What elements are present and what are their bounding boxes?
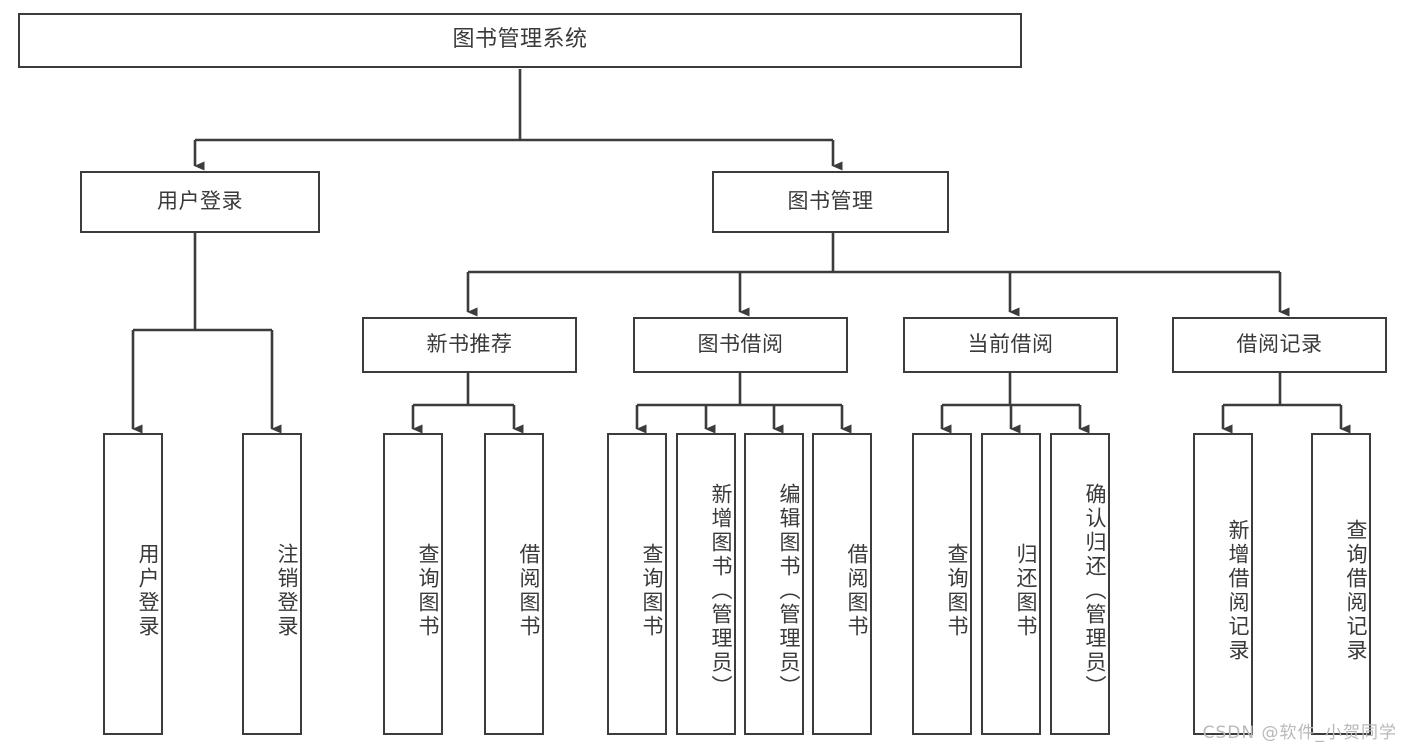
node-book-management[interactable]: 图书管理 [712, 171, 949, 233]
node-label: 图书借阅 [697, 332, 784, 357]
leaf-query-book-new-recommend[interactable]: 查询图书 [383, 433, 443, 735]
leaf-query-book-borrowing[interactable]: 查询图书 [607, 433, 667, 735]
csdn-watermark: CSDN @软件_小贺同学 [1202, 723, 1397, 743]
leaf-borrow-book-new-recommend[interactable]: 借阅图书 [484, 433, 544, 735]
leaf-confirm-return-admin[interactable]: 确认归还（管理员） [1050, 433, 1110, 735]
node-label: 查询图书 [416, 543, 440, 639]
node-label: 归还图书 [1014, 543, 1038, 639]
node-label: 查询借阅记录 [1344, 519, 1368, 663]
leaf-logout[interactable]: 注销登录 [242, 433, 302, 735]
leaf-add-borrow-record[interactable]: 新增借阅记录 [1193, 433, 1253, 735]
node-label: 注销登录 [275, 543, 299, 639]
node-label: 新书推荐 [426, 332, 513, 357]
leaf-query-book-current[interactable]: 查询图书 [912, 433, 972, 735]
node-borrowing-record[interactable]: 借阅记录 [1172, 317, 1387, 373]
leaf-borrow-book-borrowing[interactable]: 借阅图书 [812, 433, 872, 735]
node-label: 借阅图书 [845, 543, 869, 639]
node-label: 确认归还（管理员） [1083, 483, 1107, 699]
node-label: 新增图书（管理员） [709, 483, 733, 699]
node-label: 图书管理 [787, 189, 874, 214]
node-label: 用户登录 [136, 543, 160, 639]
leaf-query-borrow-record[interactable]: 查询借阅记录 [1311, 433, 1371, 735]
node-label: 用户登录 [157, 189, 243, 214]
node-book-borrowing[interactable]: 图书借阅 [633, 317, 848, 373]
node-label: 查询图书 [640, 543, 664, 639]
node-label: 新增借阅记录 [1226, 519, 1250, 663]
node-label: 当前借阅 [967, 332, 1054, 357]
node-user-login[interactable]: 用户登录 [80, 171, 320, 233]
node-root-book-management-system[interactable]: 图书管理系统 [18, 13, 1022, 68]
node-new-book-recommendation[interactable]: 新书推荐 [362, 317, 577, 373]
leaf-return-book[interactable]: 归还图书 [981, 433, 1041, 735]
node-label: 图书管理系统 [452, 27, 588, 53]
leaf-edit-book-admin[interactable]: 编辑图书（管理员） [744, 433, 804, 735]
node-label: 编辑图书（管理员） [777, 483, 801, 699]
leaf-add-book-admin[interactable]: 新增图书（管理员） [676, 433, 736, 735]
node-label: 借阅图书 [517, 543, 541, 639]
node-label: 查询图书 [945, 543, 969, 639]
node-label: 借阅记录 [1236, 332, 1323, 357]
leaf-user-login[interactable]: 用户登录 [103, 433, 163, 735]
node-current-borrowing[interactable]: 当前借阅 [903, 317, 1118, 373]
